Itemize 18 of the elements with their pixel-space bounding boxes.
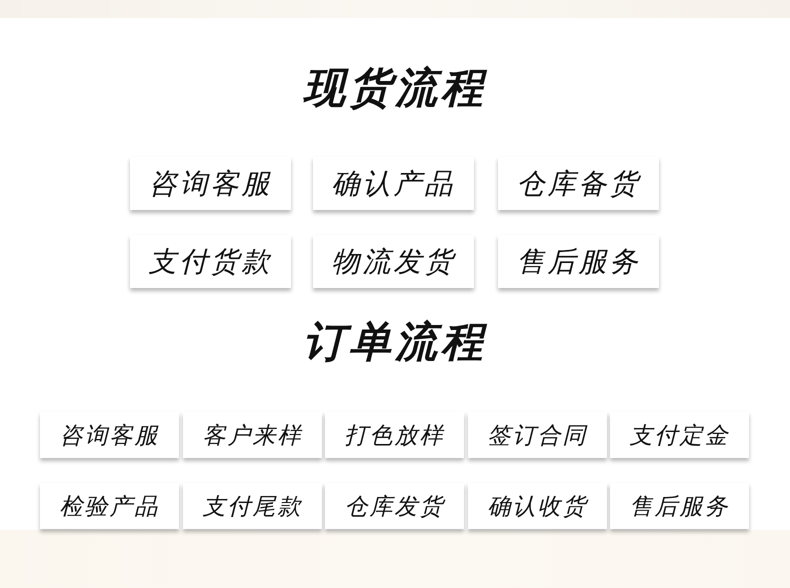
section-heading: 订单流程 xyxy=(302,317,488,367)
process-box: 确认产品 xyxy=(313,157,474,210)
process-box: 售后服务 xyxy=(610,483,749,529)
section-heading: 现货流程 xyxy=(302,63,488,113)
process-box: 确认收货 xyxy=(468,483,607,529)
process-box: 仓库备货 xyxy=(498,157,659,210)
process-box: 客户来样 xyxy=(183,412,322,458)
process-box: 咨询客服 xyxy=(130,157,291,210)
process-box: 打色放样 xyxy=(325,412,464,458)
process-box: 检验产品 xyxy=(40,483,179,529)
process-box: 售后服务 xyxy=(498,235,659,288)
process-box: 支付货款 xyxy=(130,235,291,288)
process-box: 支付尾款 xyxy=(183,483,322,529)
process-box: 物流发货 xyxy=(313,235,474,288)
process-box: 支付定金 xyxy=(610,412,749,458)
process-box: 咨询客服 xyxy=(40,412,179,458)
process-box: 仓库发货 xyxy=(325,483,464,529)
process-box: 签订合同 xyxy=(468,412,607,458)
